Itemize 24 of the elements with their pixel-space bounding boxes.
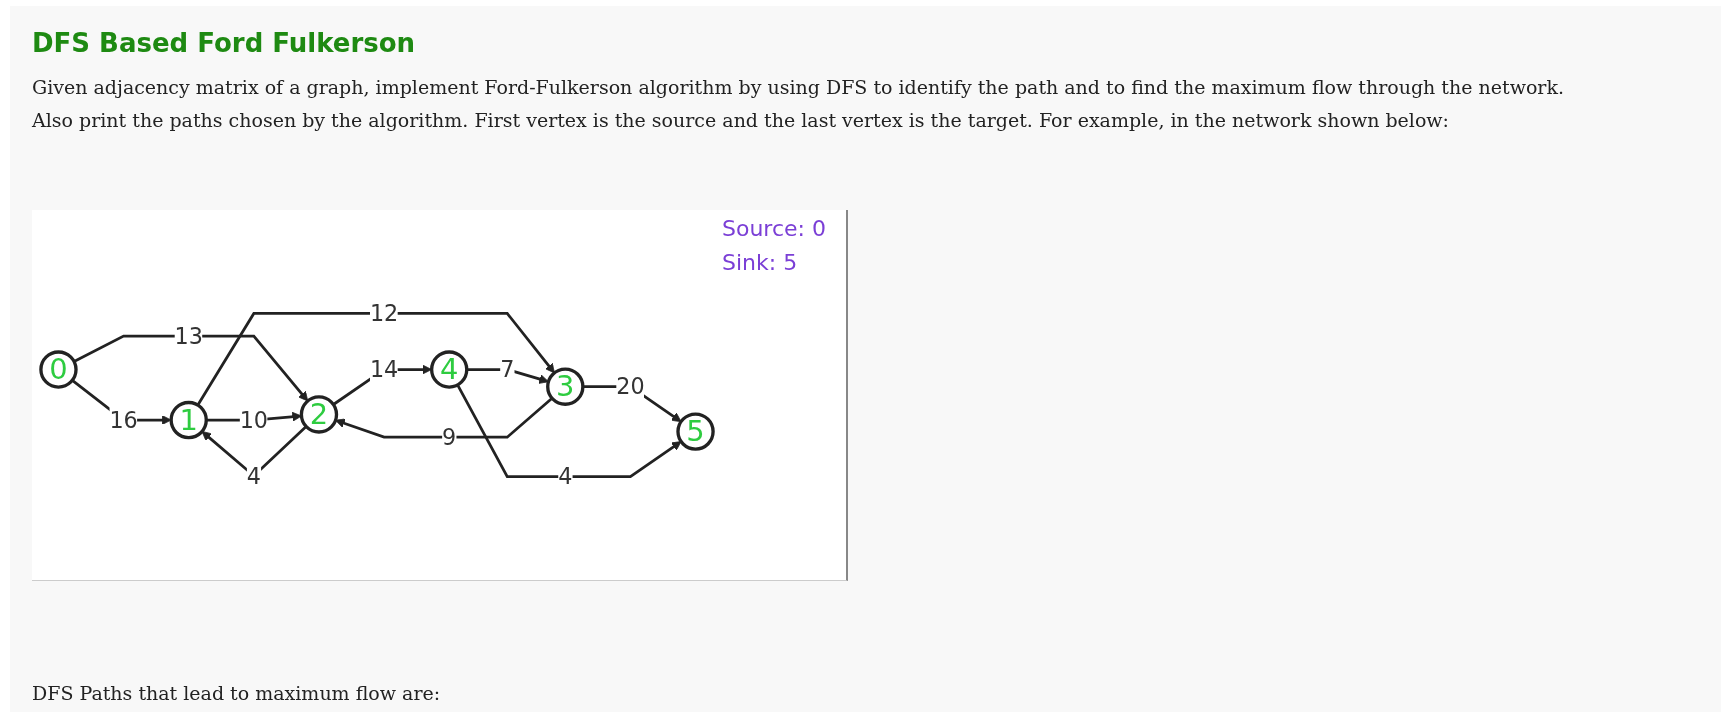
edge-label: 4 — [246, 462, 261, 490]
sink-note: Sink: 5 — [722, 250, 798, 275]
figure-panel: 16 13 10 4 12 9 14 7 20 4 0 1 2 3 4 5 Source: 0 Sink: 5 — [32, 210, 848, 581]
node-circle — [299, 395, 339, 434]
edge-label: 20 — [616, 373, 645, 401]
edge-label: 16 — [109, 406, 138, 434]
source-note: Source: 0 — [722, 216, 826, 241]
paragraph: Given adjacency matrix of a graph, implement Ford-Fulkerson algorithm by using DFS to identify the path and to find the maximum flow through the network. Also print the paths chosen by the algorithm. First vertex is the source and the last vertex is the target. For example, in the network shown below: — [32, 75, 1565, 133]
heading: DFS Based Ford Fulkerson — [32, 28, 416, 58]
node-circle — [429, 350, 469, 389]
arrow — [73, 334, 309, 402]
edge-label: 12 — [369, 300, 399, 327]
edge-label: 13 — [174, 322, 203, 350]
arrow — [335, 397, 553, 439]
node-circle — [39, 350, 78, 389]
edge-label: 10 — [239, 406, 268, 434]
node-circle — [169, 400, 208, 440]
edge-label: 4 — [558, 463, 573, 490]
node-circle — [676, 412, 715, 451]
node-circle — [546, 367, 585, 406]
edge-label: 9 — [442, 423, 457, 451]
paragraph: DFS Paths that lead to maximum flow are: — [32, 682, 441, 704]
edge-label: 7 — [500, 356, 515, 383]
edge-label: 14 — [369, 356, 399, 383]
